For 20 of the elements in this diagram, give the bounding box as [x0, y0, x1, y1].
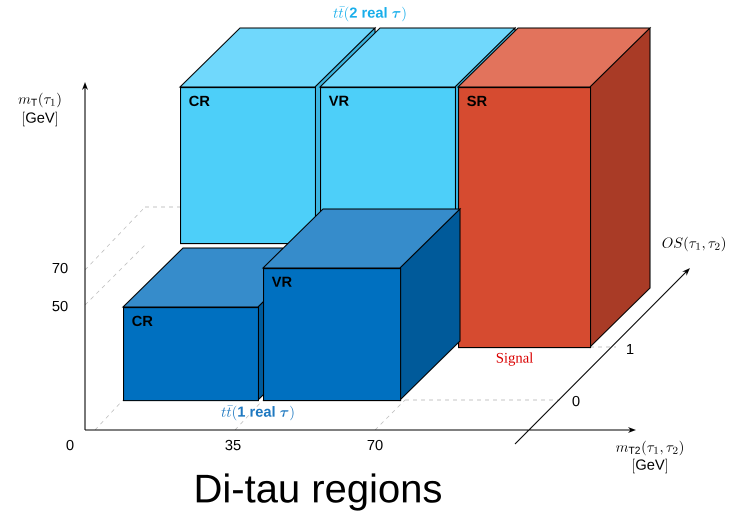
region-label: $t\bar{t}(\mathbf{1\ real}\ \boldsymbol{\tau})$: [221, 405, 294, 420]
axis-unit: $[\mathrm{GeV}]$: [23, 112, 57, 126]
region-caption: Signal: [496, 352, 533, 366]
region-box: SR: [458, 87, 592, 348]
region-box: CR: [180, 87, 316, 244]
axis-label: $m_{\mathrm{T2}}(\tau_1,\tau_2)$: [616, 440, 683, 456]
tick-label: 70: [52, 262, 68, 274]
tick-label: 0: [66, 440, 74, 450]
tick-label: 35: [225, 440, 241, 450]
tick-label: 50: [52, 300, 68, 312]
title: Di-tau regions: [196, 473, 441, 511]
region-label: $t\bar{t}(\mathbf{2\ real}\ \boldsymbol{\tau})$: [333, 6, 406, 22]
tick-label: 1: [627, 344, 634, 354]
axis-label: $m_{\mathrm{T}}(\tau_1)$: [18, 92, 60, 108]
axis-unit: $[\mathrm{GeV}]$: [633, 458, 667, 474]
tick-label: 70: [368, 440, 383, 450]
axis-label: $OS(\tau_1,\tau_2)$: [662, 236, 725, 252]
tick-label: 0: [572, 396, 580, 406]
region-box: CR: [123, 307, 259, 402]
region-box: VR: [263, 268, 402, 402]
